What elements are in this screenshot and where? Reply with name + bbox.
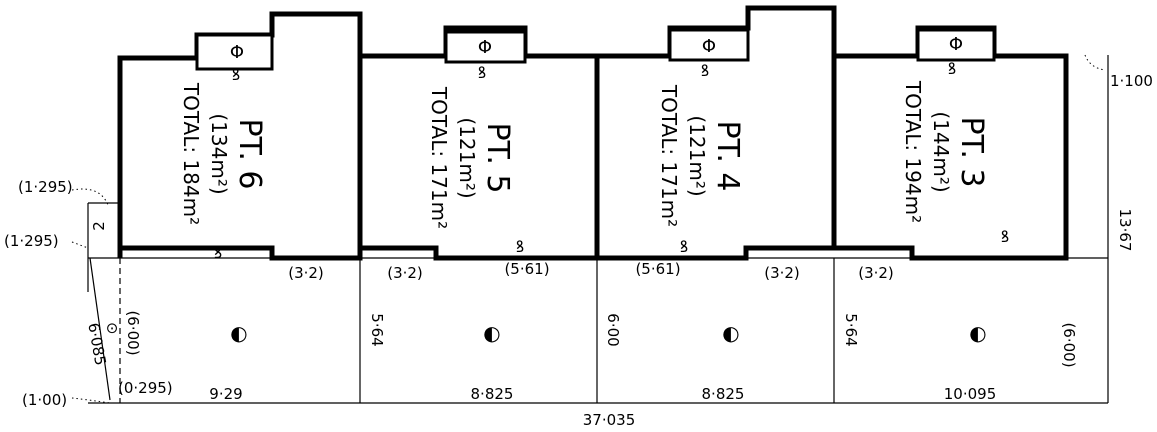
setback-dimension: (3·2) [858, 264, 894, 282]
left-inner-dimension: (6·00) [124, 310, 142, 355]
side-dimension: (1·295) [18, 178, 73, 196]
plot-labels: PT. 6 (134m²) TOTAL: 184m² PT. 5 (121m²)… [179, 80, 989, 229]
plot-total: TOTAL: 171m² [657, 84, 681, 227]
hook-icon: ꝸ [1001, 227, 1009, 246]
bottom-inner-dimension: (0·295) [118, 379, 173, 397]
hook-icon: ꝸ [948, 59, 956, 78]
plot-label: PT. 5 [480, 122, 515, 193]
plot-area: (121m²) [685, 115, 709, 196]
hooks: ꝸ ꝸ ꝸ ꝸ ꝸ ꝸ ꝸ ꝸ [214, 59, 1009, 262]
plot-total: TOTAL: 171m² [427, 86, 451, 229]
plot-label: PT. 3 [954, 116, 989, 187]
hook-icon: ꝸ [701, 61, 709, 80]
divider-dimension: 5·64 [842, 313, 860, 346]
meter-icon: Φ [702, 36, 716, 57]
hook-icon: ꝸ [680, 237, 688, 256]
meter-box-pt3 [916, 28, 996, 62]
hook-icon: ꝸ [516, 237, 524, 256]
yard-icon: ◐ [230, 321, 247, 345]
hook-icon: ꝸ [478, 63, 486, 82]
front-dimension: 8·825 [702, 385, 745, 403]
depth-dimension: 13·67 [1116, 209, 1134, 252]
setback-dimension: (3·2) [288, 264, 324, 282]
plot-label: PT. 4 [710, 120, 745, 191]
plot-area: (144m²) [929, 111, 953, 192]
setback-dimension: (3·2) [387, 264, 423, 282]
bottom-dimension: (1·00) [22, 391, 67, 409]
corner-mark-icon: ⊙ [106, 319, 119, 337]
front-dimension: 8·825 [471, 385, 514, 403]
yard-icon: ◐ [722, 321, 739, 345]
divider-dimension: 6·00 [604, 313, 622, 346]
meter-icon: Φ [478, 37, 492, 58]
side-dimension: (1·295) [4, 232, 59, 250]
leader-1 [71, 188, 109, 206]
plot-area: (134m²) [207, 113, 231, 194]
yard-symbols: ◐ ◐ ◐ ◐ ⊙ [106, 319, 987, 345]
meter-box-pt6 [195, 33, 274, 71]
right-inner-dimension: (6·00) [1060, 322, 1078, 367]
total-frontage: 37·035 [583, 411, 636, 429]
hook-icon: ꝸ [232, 65, 240, 84]
yard-icon: ◐ [483, 321, 500, 345]
setback-dimension: (5·61) [504, 260, 549, 278]
plot-total: TOTAL: 194m² [901, 80, 925, 223]
meter-box-pt5 [444, 30, 527, 64]
setback-dimension: (5·61) [635, 260, 680, 278]
front-dimension: 9·29 [209, 385, 242, 403]
corner-dimension: 1·100 [1110, 72, 1153, 90]
leader-3 [71, 397, 111, 404]
plot-total: TOTAL: 184m² [179, 82, 203, 225]
site-lines [71, 54, 1109, 404]
hook-icon: ꝸ [214, 243, 222, 262]
meter-boxes: Φ Φ Φ Φ [195, 28, 996, 71]
front-dimension: 10·095 [944, 385, 997, 403]
setback-dimension: (3·2) [764, 264, 800, 282]
yard-icon: ◐ [969, 321, 986, 345]
meter-icon: Φ [230, 42, 244, 63]
outline-pt6 [117, 11, 363, 261]
plot-label: PT. 6 [232, 118, 267, 189]
leader-2 [71, 241, 89, 249]
plot-area: (121m²) [455, 117, 479, 198]
meter-icon: Φ [949, 34, 963, 55]
diagonal-boundary [89, 257, 111, 401]
outline-pt4 [594, 5, 837, 261]
leader-4 [1084, 54, 1106, 71]
divider-dimension: 5·64 [368, 313, 386, 346]
small-dimension: 2 [90, 221, 108, 231]
meter-box-pt4 [668, 28, 750, 62]
